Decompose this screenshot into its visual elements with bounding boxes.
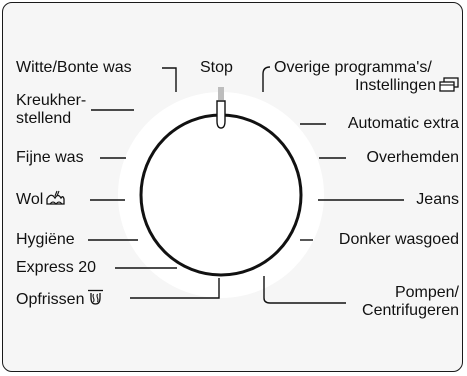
- stop-label: Stop: [200, 59, 233, 76]
- program-label-opfrissen: Opfrissen: [16, 291, 85, 308]
- program-label-pompen-line1: Pompen/: [394, 284, 459, 301]
- leader-witte-bonte: [162, 67, 177, 92]
- wool-hand-icon: [46, 190, 65, 211]
- program-label-overige-line1: Overige programma's/: [274, 59, 432, 76]
- program-label-kreukherstellend-line2: stellend: [16, 110, 72, 127]
- leader-overige: [262, 66, 271, 92]
- dial-indicator-mark: [218, 87, 224, 100]
- program-label-fijne-was: Fijne was: [16, 149, 84, 166]
- program-label-jeans: Jeans: [416, 191, 459, 208]
- program-label-wol: Wol: [16, 191, 44, 208]
- program-label-express: Express 20: [16, 259, 97, 276]
- program-knob[interactable]: [139, 113, 303, 277]
- program-label-opfrissen-row: Opfrissen: [16, 289, 104, 311]
- program-label-pompen-line2: Centrifugeren: [362, 302, 459, 319]
- steam-icon: [87, 289, 104, 311]
- program-label-hygiene: Hygiëne: [16, 231, 75, 248]
- program-label-witte-bonte: Witte/Bonte was: [16, 59, 132, 76]
- program-label-kreukherstellend-line1: Kreukher-: [16, 92, 87, 109]
- leader-opfrissen: [130, 278, 220, 299]
- program-label-overige-row2: Instellingen: [355, 77, 459, 97]
- leader-pompen: [263, 276, 346, 304]
- knob-pointer: [216, 100, 226, 129]
- program-label-wol-row: Wol: [16, 190, 65, 211]
- screen-stack-icon: [439, 77, 459, 97]
- program-label-automatic: Automatic extra: [347, 115, 459, 132]
- program-label-overige-line2: Instellingen: [355, 77, 436, 94]
- program-label-donker: Donker wasgoed: [338, 231, 459, 248]
- program-label-overhemden: Overhemden: [366, 149, 460, 166]
